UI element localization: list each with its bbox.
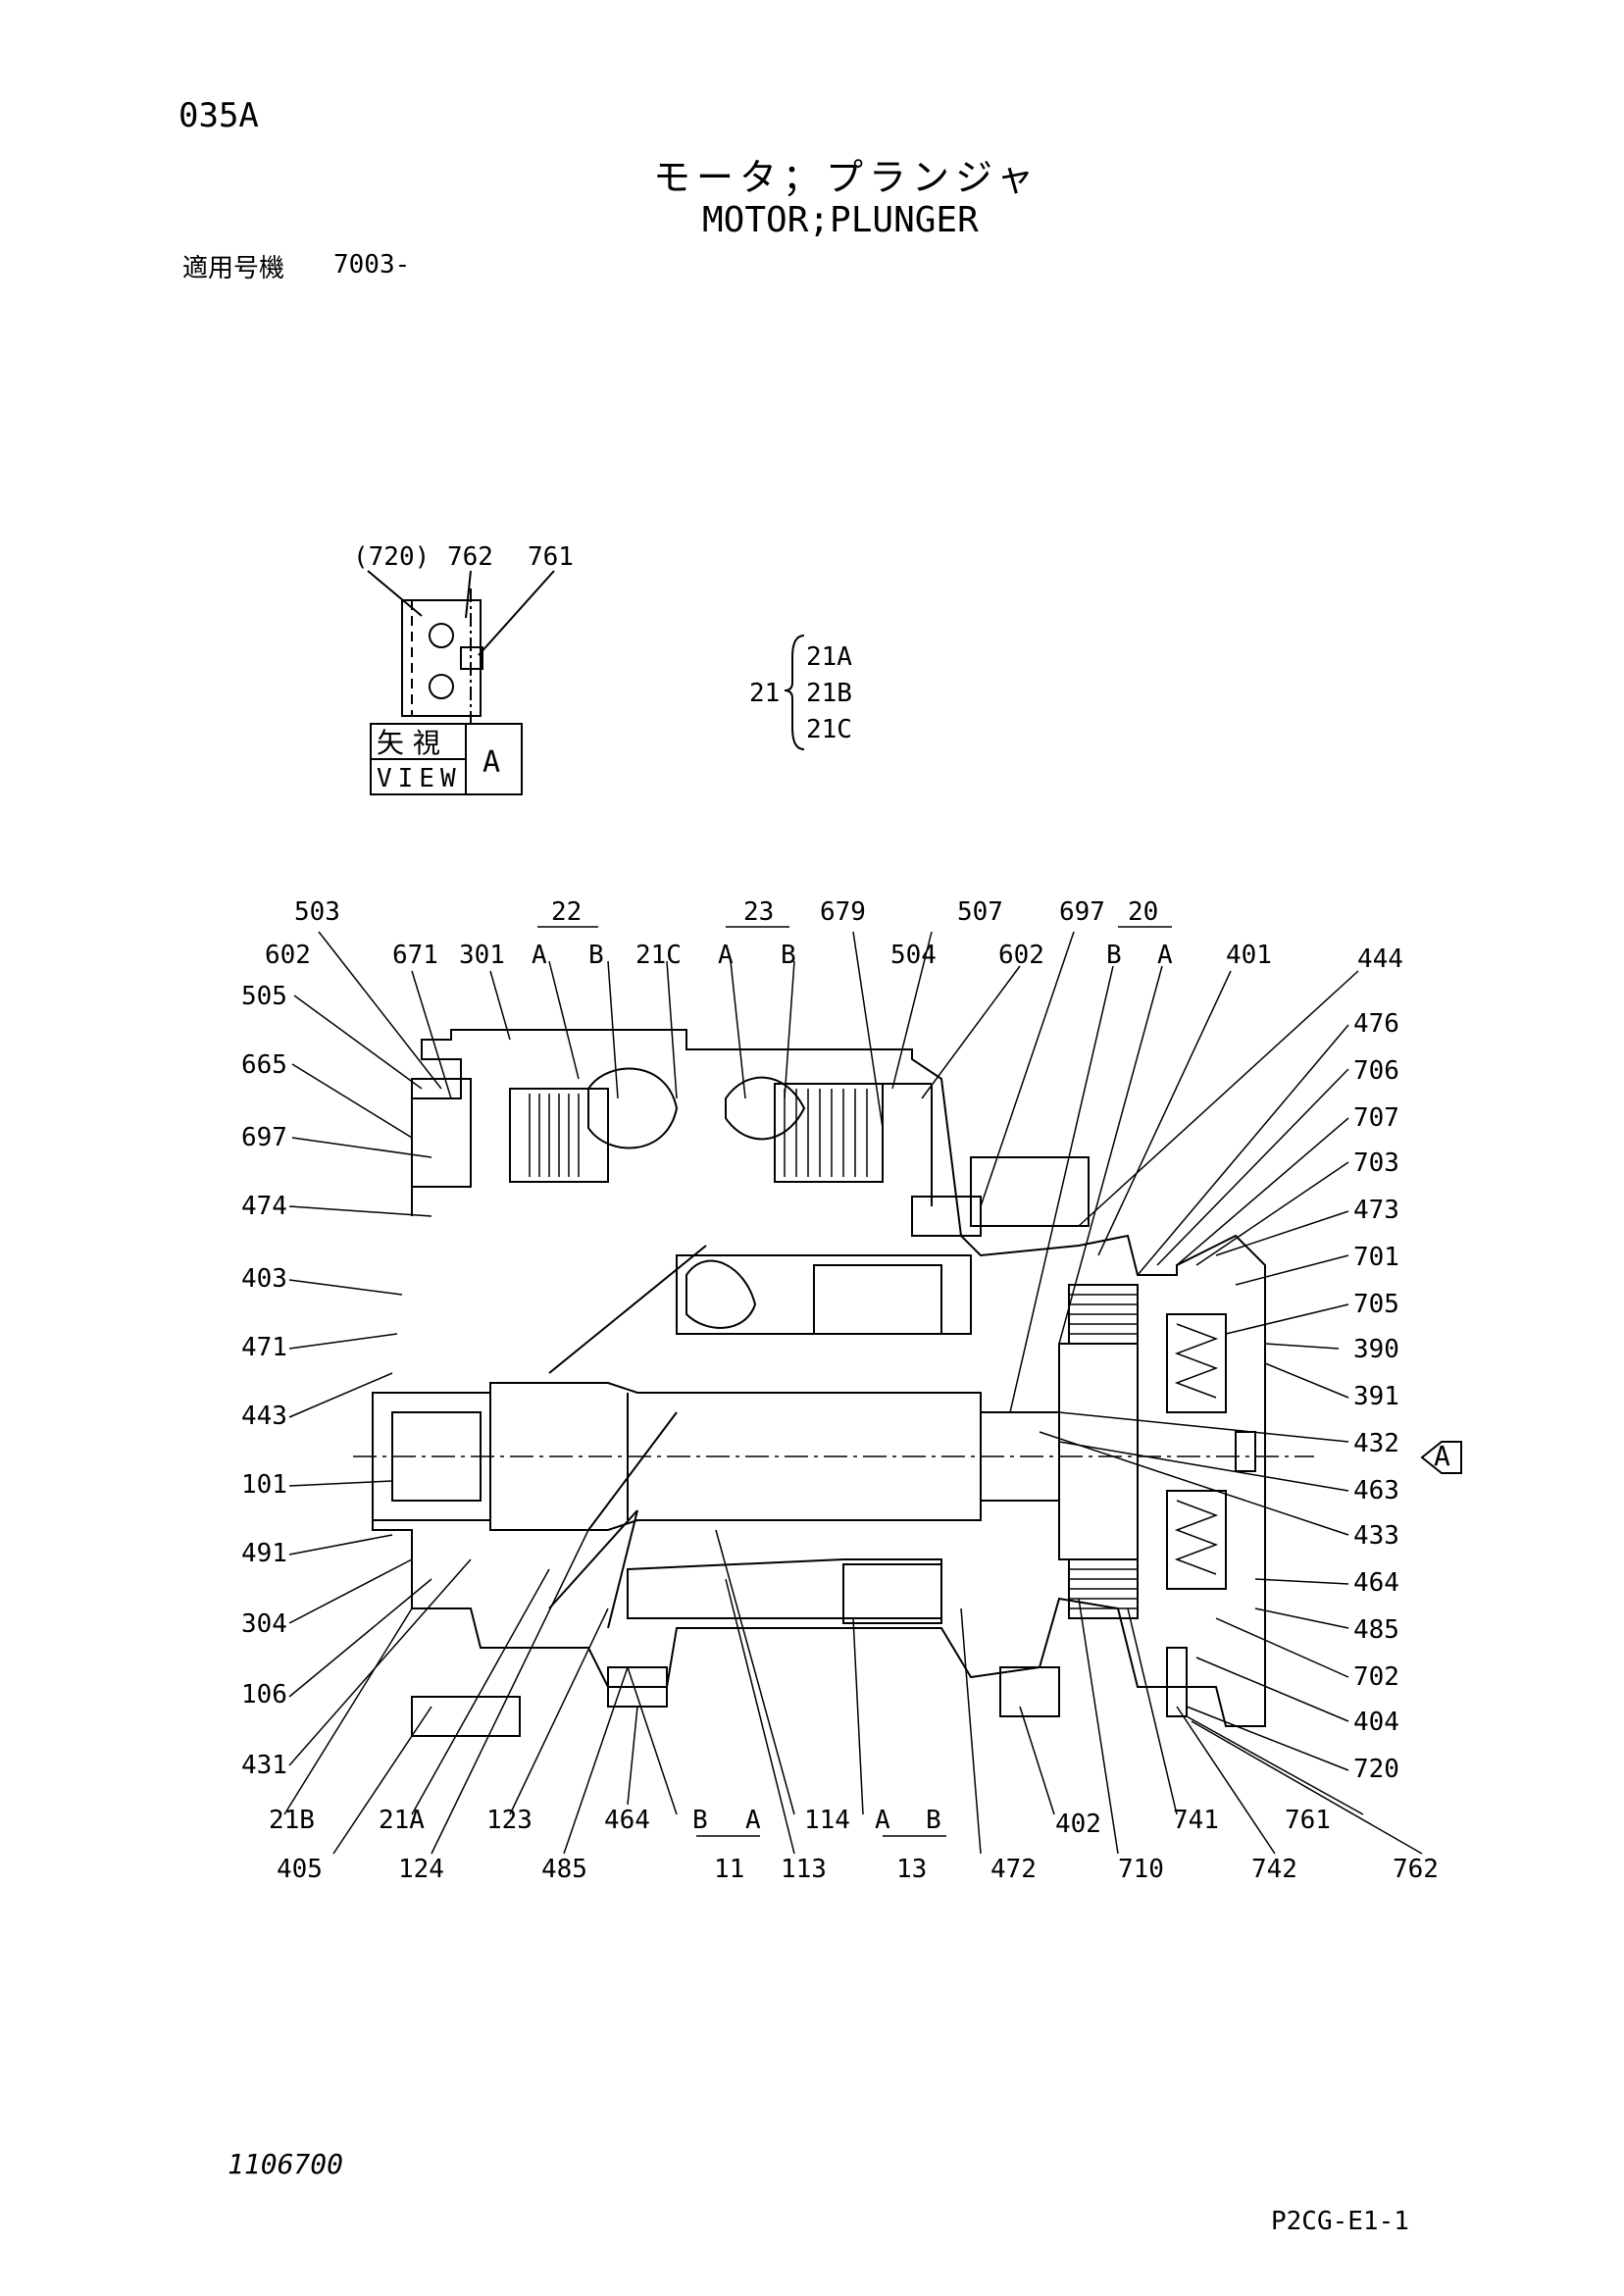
label-697-top: 697 — [1059, 897, 1105, 927]
label-21a: 21A — [379, 1806, 425, 1835]
label-401: 401 — [1226, 941, 1272, 970]
label-706: 706 — [1353, 1056, 1399, 1086]
label-23: 23 — [743, 897, 774, 927]
leader-lines — [283, 926, 1423, 1855]
label-404: 404 — [1353, 1708, 1399, 1737]
label-602a: 602 — [265, 941, 311, 970]
label-702: 702 — [1353, 1662, 1399, 1692]
label-472: 472 — [990, 1855, 1037, 1884]
drawing-number: 1106700 — [228, 2148, 344, 2180]
label-402: 402 — [1055, 1810, 1101, 1839]
label-13a: A — [875, 1806, 890, 1835]
label-602b: 602 — [998, 941, 1044, 970]
group-21c: 21C — [806, 715, 852, 744]
label-101: 101 — [241, 1470, 287, 1500]
label-11a: A — [745, 1806, 761, 1835]
label-433: 433 — [1353, 1521, 1399, 1551]
label-762: 762 — [1393, 1855, 1439, 1884]
label-23a: A — [718, 941, 734, 970]
label-720-paren: (720) — [353, 542, 430, 572]
label-665: 665 — [241, 1050, 287, 1080]
group-21b: 21B — [806, 679, 852, 708]
label-464: 464 — [604, 1806, 650, 1835]
label-114: 114 — [804, 1806, 850, 1835]
label-485: 485 — [541, 1855, 587, 1884]
serial-label: 適用号機 — [182, 254, 285, 283]
label-503: 503 — [294, 897, 340, 927]
label-21b: 21B — [269, 1806, 315, 1835]
label-701: 701 — [1353, 1243, 1399, 1272]
label-505: 505 — [241, 982, 287, 1011]
label-13: 13 — [896, 1855, 927, 1884]
label-491: 491 — [241, 1539, 287, 1568]
label-113: 113 — [781, 1855, 827, 1884]
page-reference: P2CG-E1-1 — [1271, 2207, 1409, 2236]
label-22b: B — [588, 941, 604, 970]
label-671: 671 — [392, 941, 438, 970]
label-443: 443 — [241, 1402, 287, 1431]
title-japanese: モータ；プランジャ — [653, 156, 1040, 199]
label-705: 705 — [1353, 1290, 1399, 1319]
label-464-right: 464 — [1353, 1568, 1399, 1598]
label-20a: A — [1157, 941, 1173, 970]
part-labels: (720) 762 761 矢 視 VIEW A 21 21A 21B 21C … — [241, 542, 1450, 1884]
label-742: 742 — [1251, 1855, 1297, 1884]
label-106: 106 — [241, 1680, 287, 1709]
view-a-arrow — [1420, 1441, 1462, 1474]
label-741: 741 — [1173, 1806, 1219, 1835]
label-485-right: 485 — [1353, 1615, 1399, 1645]
label-11b: B — [692, 1806, 708, 1835]
label-697: 697 — [241, 1123, 287, 1152]
group-21a: 21A — [806, 642, 852, 672]
label-403: 403 — [241, 1264, 287, 1294]
title-english: MOTOR;PLUNGER — [702, 200, 979, 240]
label-507: 507 — [957, 897, 1003, 927]
label-21c: 21C — [635, 941, 682, 970]
label-720: 720 — [1353, 1755, 1399, 1784]
label-390: 390 — [1353, 1335, 1399, 1364]
view-a-arrow-letter: A — [1434, 1440, 1450, 1472]
view-a-detail — [367, 570, 555, 726]
label-761-top: 761 — [528, 542, 574, 572]
label-707: 707 — [1353, 1103, 1399, 1133]
label-710: 710 — [1118, 1855, 1164, 1884]
label-124: 124 — [398, 1855, 444, 1884]
label-391: 391 — [1353, 1382, 1399, 1411]
label-301: 301 — [459, 941, 505, 970]
label-703: 703 — [1353, 1148, 1399, 1178]
page-code: 035A — [178, 96, 259, 135]
label-504: 504 — [890, 941, 937, 970]
label-476: 476 — [1353, 1009, 1399, 1039]
motor-cross-section — [353, 1029, 1314, 1737]
view-box-jp: 矢 視 — [377, 727, 440, 759]
label-11: 11 — [714, 1855, 744, 1884]
label-123: 123 — [486, 1806, 533, 1835]
label-463: 463 — [1353, 1476, 1399, 1505]
label-473: 473 — [1353, 1196, 1399, 1225]
view-box-en: VIEW — [377, 764, 462, 793]
label-304: 304 — [241, 1609, 287, 1639]
label-431: 431 — [241, 1751, 287, 1780]
label-471: 471 — [241, 1333, 287, 1362]
label-432: 432 — [1353, 1429, 1399, 1458]
label-444: 444 — [1357, 944, 1403, 974]
label-762-top: 762 — [447, 542, 493, 572]
view-box-letter: A — [482, 745, 500, 780]
group-21-label: 21 — [749, 679, 780, 708]
label-23b: B — [781, 941, 796, 970]
label-474: 474 — [241, 1192, 287, 1221]
label-20b: B — [1106, 941, 1122, 970]
label-405: 405 — [277, 1855, 323, 1884]
label-761: 761 — [1285, 1806, 1331, 1835]
serial-value: 7003- — [333, 250, 411, 280]
group-21-brace — [784, 635, 805, 750]
label-20: 20 — [1128, 897, 1158, 927]
label-679: 679 — [820, 897, 866, 927]
label-22a: A — [532, 941, 547, 970]
label-22: 22 — [551, 897, 582, 927]
label-13b: B — [926, 1806, 941, 1835]
